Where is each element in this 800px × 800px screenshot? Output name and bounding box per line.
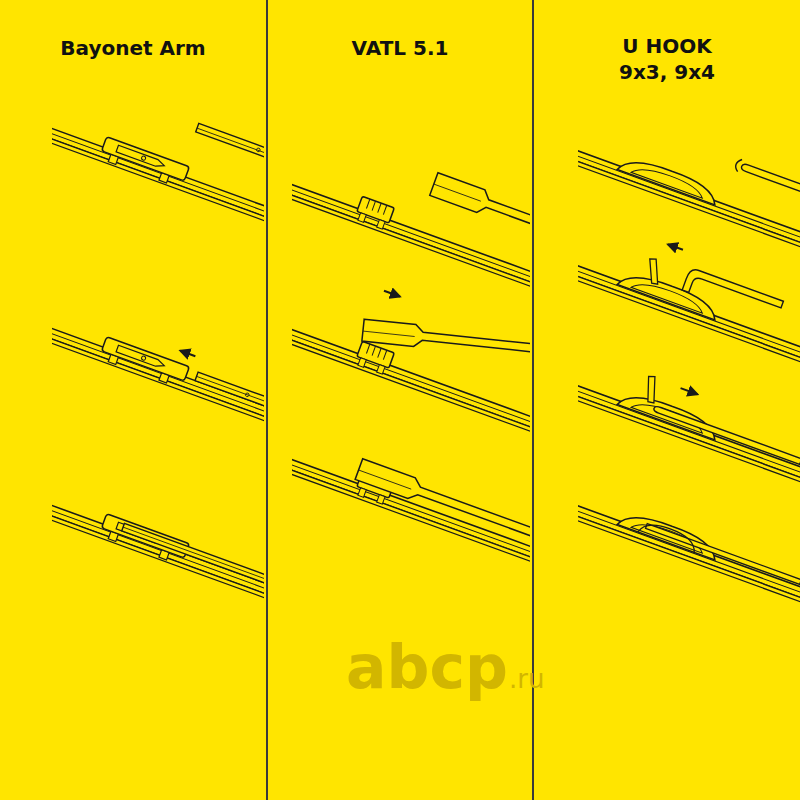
column-heading: Bayonet Arm	[13, 35, 253, 61]
column-panel: Bayonet Arm	[0, 0, 266, 800]
uhook-figures	[653, 405, 800, 464]
watermark: .ru	[509, 664, 544, 694]
uhook-figures	[640, 375, 662, 404]
uhook-figures	[638, 519, 699, 553]
vatl-figures	[384, 291, 400, 297]
bayonet-figures	[196, 123, 264, 183]
uhook-figures	[734, 158, 742, 172]
vatl-figures	[292, 75, 530, 612]
bayonet-figures	[52, 266, 264, 471]
bayonet-figures	[99, 337, 190, 389]
bayonet-figures	[245, 393, 250, 398]
uhook-figures	[646, 524, 800, 585]
uhook-figures	[578, 155, 800, 408]
uhook-figures	[682, 267, 783, 323]
bayonet-figures	[52, 443, 264, 648]
bayonet-figures	[123, 527, 264, 609]
vatl-figures	[354, 341, 394, 375]
vatl-figures	[362, 319, 530, 362]
uhook-figures	[642, 257, 665, 285]
bayonet-figures	[52, 66, 264, 271]
vatl-figures	[292, 408, 530, 613]
column-heading: U HOOK 9x3, 9x4	[611, 33, 723, 85]
vatl-figures	[292, 200, 530, 483]
uhook-figures	[578, 88, 800, 293]
vatl-figures	[292, 384, 530, 612]
bayonet-figures	[180, 351, 195, 356]
uhook-figures	[617, 153, 721, 205]
bayonet-figures	[52, 244, 264, 470]
bayonet-figures	[256, 148, 261, 153]
uhook-figures	[681, 388, 698, 394]
uhook-figures	[668, 244, 683, 249]
vatl-figures	[363, 331, 415, 336]
bayonet-figures	[52, 432, 264, 647]
column-divider	[266, 0, 268, 800]
uhook-figures	[578, 43, 800, 648]
uhook-figures	[578, 443, 800, 648]
vatl-figures	[434, 184, 481, 201]
watermark: abcp	[346, 632, 508, 702]
vatl-figures	[292, 75, 530, 337]
bayonet-figures	[52, 14, 264, 647]
vatl-figures	[430, 173, 530, 262]
bayonet-figures	[197, 128, 264, 179]
vatl-figures	[355, 459, 530, 569]
column-panel: U HOOK 9x3, 9x4	[534, 0, 800, 800]
vatl-figures	[362, 319, 530, 362]
bayonet-figures	[197, 376, 264, 427]
uhook-figures	[741, 163, 800, 202]
bayonet-figures	[195, 372, 264, 432]
vatl-figures	[354, 196, 394, 230]
uhook-figures	[578, 323, 800, 528]
bayonet-figures	[99, 137, 190, 189]
bayonet-figures	[52, 14, 264, 270]
vatl-figures	[359, 470, 412, 489]
bayonet-figures	[122, 523, 264, 613]
column-heading: VATL 5.1	[280, 35, 520, 61]
vatl-figures	[292, 133, 530, 338]
uhook-figures	[578, 203, 800, 408]
vatl-figures	[292, 278, 530, 483]
uhook-figures	[578, 430, 800, 647]
uhook-figures	[578, 290, 800, 528]
